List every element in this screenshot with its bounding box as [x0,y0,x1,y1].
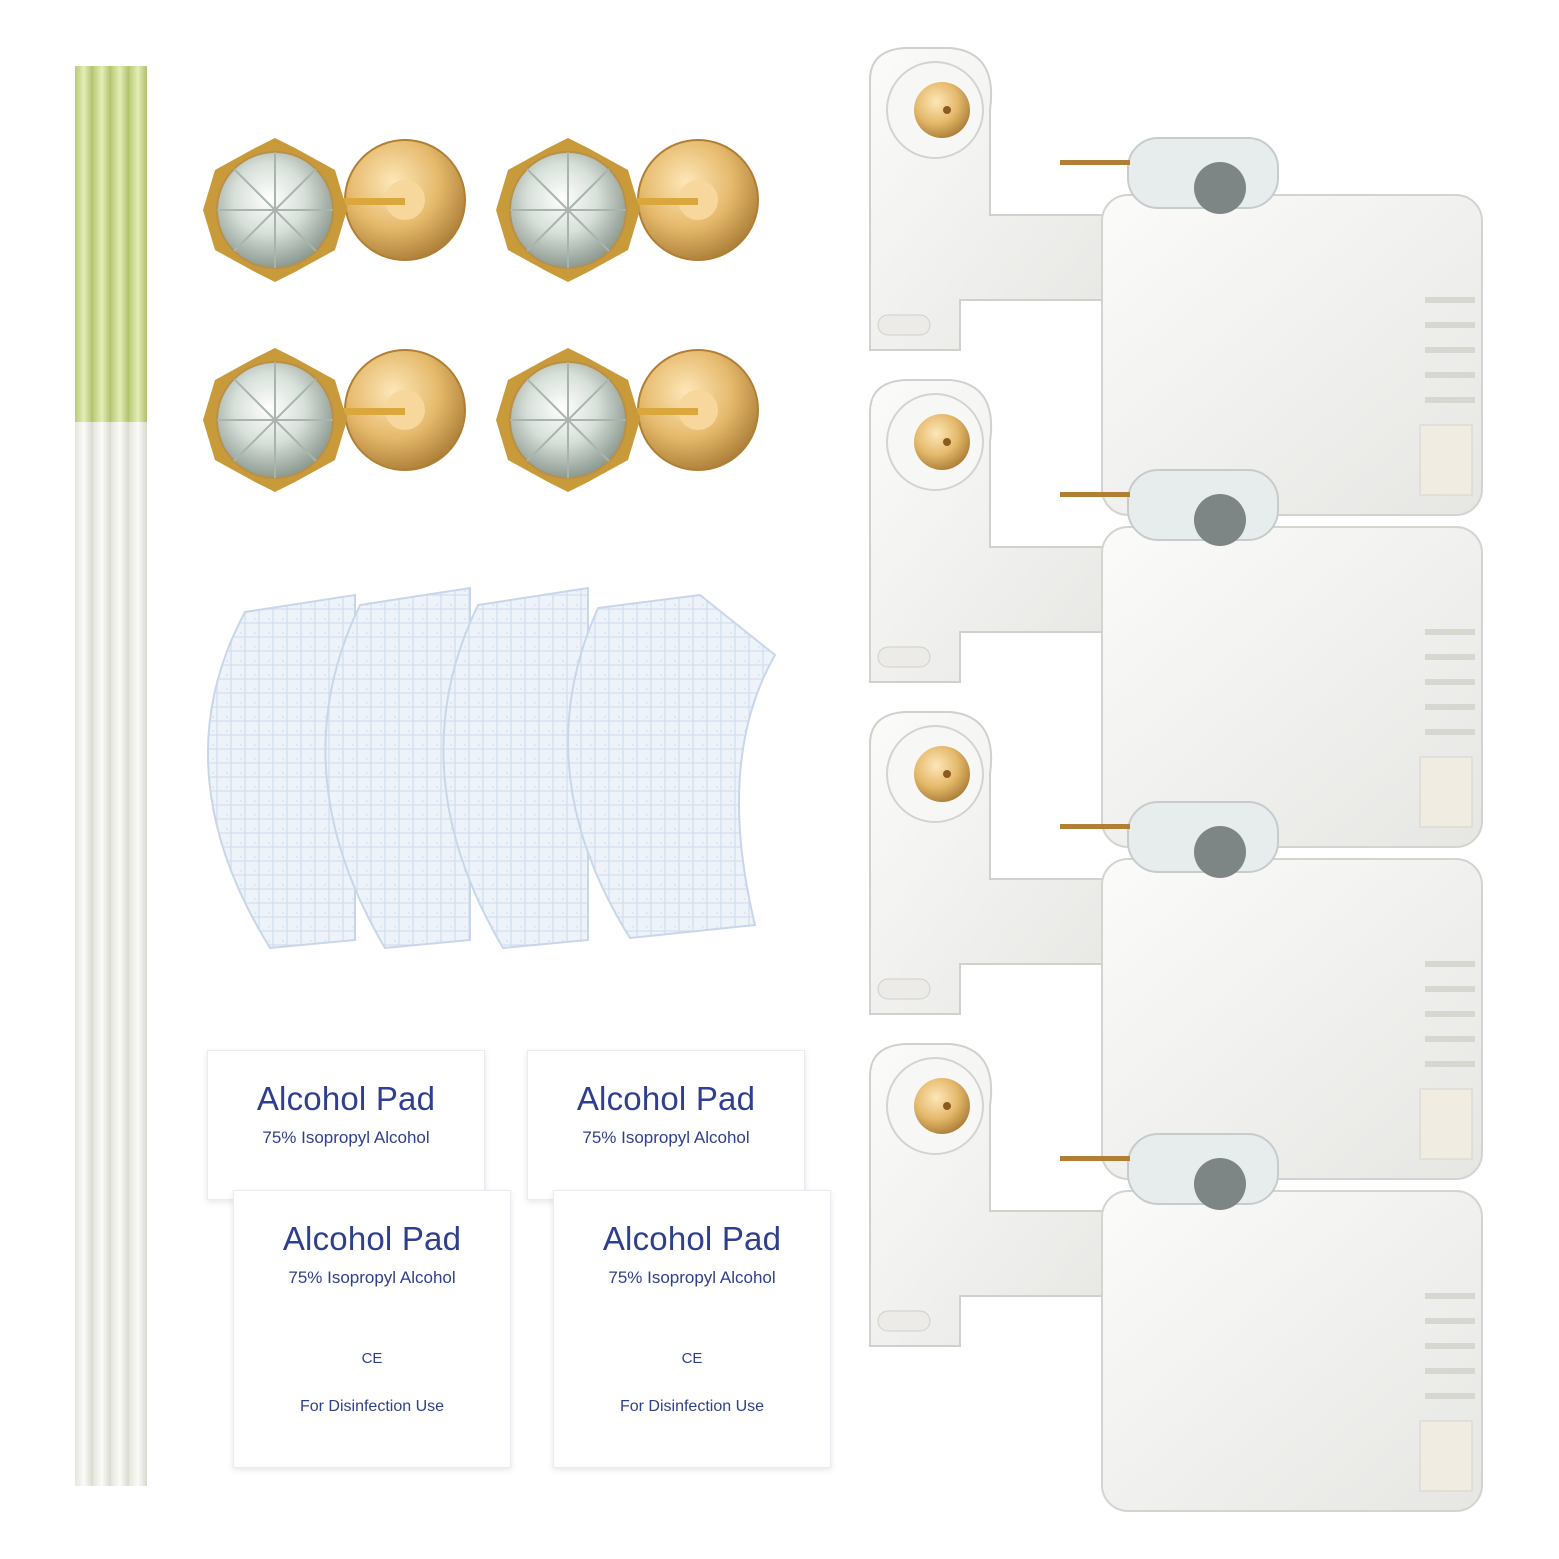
alcohol-pad: Alcohol Pad 75% Isopropyl Alcohol CE For… [233,1190,511,1468]
earring-studs [203,138,759,492]
ear-cleaning-stick-icon [129,66,147,1486]
ear-cleaning-stick-icon [93,66,111,1486]
alcohol-pad: Alcohol Pad 75% Isopropyl Alcohol [527,1050,805,1200]
cleaning-sticks [75,66,147,1486]
ce-mark: CE [361,1350,383,1367]
alcohol-pad: Alcohol Pad 75% Isopropyl Alcohol CE For… [553,1190,831,1468]
alcohol-pad-subtitle: 75% Isopropyl Alcohol [582,1128,750,1147]
gauze-pads [206,586,777,950]
alcohol-pad: Alcohol Pad 75% Isopropyl Alcohol [207,1050,485,1200]
ear-piercing-device-icon [869,47,1483,516]
ear-cleaning-stick-icon [75,66,93,1486]
alcohol-pad-title: Alcohol Pad [602,1220,782,1257]
gauze-pad-icon [206,593,356,950]
alcohol-pad-subtitle: 75% Isopropyl Alcohol [262,1128,430,1147]
ce-mark: CE [681,1350,703,1367]
alcohol-pad-title: Alcohol Pad [282,1220,462,1257]
earring-stud-icon [203,348,466,492]
earring-stud-icon [496,138,759,282]
gauze-pad-icon [567,593,777,940]
alcohol-pad-subtitle: 75% Isopropyl Alcohol [288,1268,456,1287]
ear-piercing-device-icon [869,1043,1483,1512]
gauze-pad-icon [324,586,471,950]
alcohol-pad-usage: For Disinfection Use [619,1398,765,1415]
gauze-pad-icon [442,586,589,950]
alcohol-pad-title: Alcohol Pad [256,1080,436,1117]
earring-stud-icon [203,138,466,282]
earring-stud-icon [496,348,759,492]
ear-cleaning-stick-icon [111,66,129,1486]
alcohol-pad-usage: For Disinfection Use [299,1398,445,1415]
piercing-devices [869,47,1483,1512]
ear-piercing-device-icon [869,711,1483,1180]
alcohol-pad-title: Alcohol Pad [576,1080,756,1117]
ear-piercing-device-icon [869,379,1483,848]
alcohol-pad-subtitle: 75% Isopropyl Alcohol [608,1268,776,1287]
